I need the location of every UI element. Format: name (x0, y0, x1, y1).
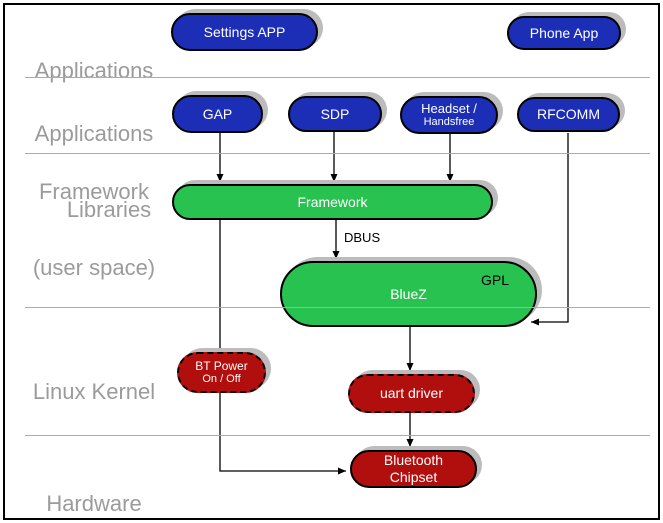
node-label: Settings APP (203, 23, 286, 40)
outer-border (3, 3, 660, 520)
divider-framework-libraries (25, 153, 650, 154)
node-uart-driver: uart driver (348, 374, 475, 413)
node-sdp: SDP (288, 96, 382, 132)
divider-libraries-kernel (25, 307, 650, 308)
arrow-rfcomm-to-bluez (531, 133, 569, 326)
node-label: SDP (320, 105, 350, 122)
layer-label-text: (user space) (32, 255, 156, 280)
node-bluetooth-chipset: Bluetooth Chipset (350, 450, 477, 488)
dbus-arrow-label: DBUS (344, 230, 381, 245)
node-bt-power: BT Power On / Off (177, 352, 266, 393)
node-label: BT Power (195, 359, 248, 373)
node-label: Framework (297, 193, 368, 210)
node-rfcomm: RFCOMM (517, 97, 620, 132)
layer-label-applications-framework: Applications Framework (8, 90, 180, 235)
node-label: Headset / (421, 101, 477, 116)
node-label: Bluetooth (383, 452, 444, 468)
divider-kernel-hardware (25, 435, 650, 436)
divider-applications-framework (25, 77, 650, 78)
layer-label-text: Hardware (46, 491, 142, 516)
layer-label-text: Libraries (66, 197, 152, 222)
layer-label-text: Applications (34, 121, 154, 146)
layer-label-applications: Applications (8, 27, 180, 85)
node-label: RFCOMM (537, 106, 600, 122)
gpl-license-tag: GPL (480, 272, 509, 288)
node-phone-app: Phone App (507, 16, 621, 50)
node-label: Phone App (529, 24, 599, 41)
layer-label-text: Applications (34, 58, 154, 83)
layer-label-hardware: Hardware (8, 460, 180, 518)
node-label: Chipset (389, 469, 438, 485)
node-label: GAP (202, 105, 233, 122)
node-gap: GAP (172, 95, 263, 133)
layer-label-text: Framework (38, 179, 149, 204)
node-bluez: BlueZ GPL (280, 261, 537, 327)
arrow-framework-to-chipset-via-btpower (219, 220, 346, 475)
layer-label-linux-kernel: Linux Kernel (8, 348, 180, 406)
node-label: Handsfree (423, 116, 475, 128)
node-label: uart driver (379, 385, 444, 401)
node-headset-handsfree: Headset / Handsfree (400, 96, 498, 134)
node-framework: Framework (172, 184, 493, 220)
layer-label-libraries: Libraries (user space) (8, 166, 180, 311)
node-label: BlueZ (390, 285, 427, 302)
layer-label-text: Linux Kernel (32, 379, 156, 404)
node-settings-app: Settings APP (171, 13, 318, 51)
node-label: On / Off (202, 373, 241, 385)
